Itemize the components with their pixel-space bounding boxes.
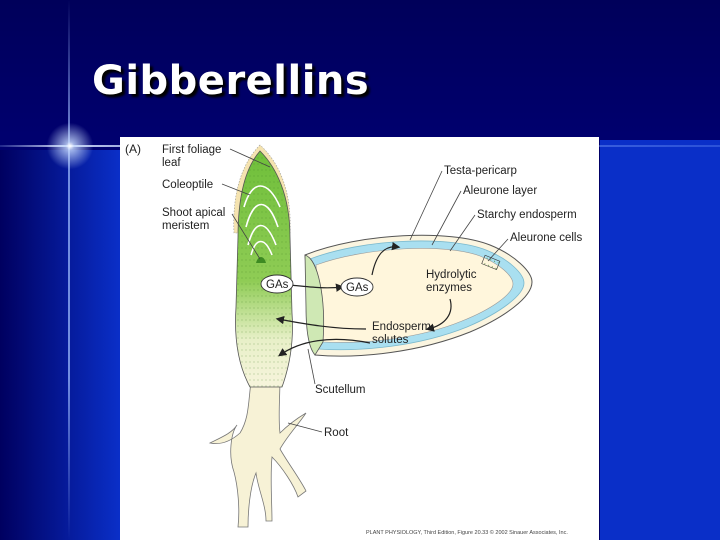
first-foliage-leaf-label-2: leaf	[162, 157, 181, 169]
arrow-enzymes-to-solutes	[425, 298, 452, 332]
leader-first-foliage-leaf	[229, 148, 271, 168]
coleoptile-label: Coleoptile	[162, 179, 213, 191]
background-top	[0, 0, 720, 150]
arrow-gas-to-scutellum	[289, 283, 345, 292]
decorative-vertical-line	[68, 0, 70, 540]
gas-right-bubble	[340, 277, 374, 297]
first-foliage-leaf-label-1: First foliage	[162, 144, 221, 156]
diagram-svg: GAs GAs (A) First foliage leaf Coleoptil…	[125, 142, 582, 536]
gas-left-label: GAs	[266, 279, 289, 291]
gas-right-label: GAs	[346, 282, 369, 294]
endosperm-solutes-label-1: Endosperm	[372, 321, 431, 333]
process-arrows	[275, 241, 452, 357]
grain	[304, 234, 533, 357]
seed-germination-figure: GAs GAs (A) First foliage leaf Coleoptil…	[120, 137, 599, 540]
hydrolytic-label-2: enzymes	[426, 282, 472, 294]
starchy-endosperm-shape	[315, 248, 514, 343]
aleurone-cells-shape	[481, 254, 501, 271]
endosperm-solutes-label-2: solutes	[372, 334, 409, 346]
arrow-solutes-upper	[275, 315, 367, 330]
shoot-apical-meristem-shape	[256, 257, 266, 263]
scutellum-shape	[304, 254, 324, 356]
starchy-endosperm-label: Starchy endosperm	[477, 209, 577, 221]
leader-starchy-endosperm	[449, 214, 476, 252]
shoot-apical-label-1: Shoot apical	[162, 207, 225, 219]
gas-left-bubble	[260, 274, 294, 294]
background-left	[0, 150, 120, 540]
leader-root	[287, 422, 323, 433]
panel-label: (A)	[125, 142, 141, 156]
leader-scutellum	[307, 348, 316, 385]
seedling-texture	[235, 151, 293, 387]
leader-lines	[221, 148, 509, 433]
decorative-light-flare	[40, 116, 100, 176]
arrow-gas-to-aleurone	[371, 241, 401, 276]
leader-shoot-apical-meristem	[231, 213, 261, 260]
slide-title: Gibberellins	[92, 58, 370, 104]
leader-aleurone-cells	[487, 238, 509, 262]
seedling	[208, 144, 307, 528]
scutellum-label: Scutellum	[315, 384, 366, 396]
aleurone-cells-label: Aleurone cells	[510, 232, 582, 244]
leader-testa-pericarp	[409, 170, 443, 241]
leader-coleoptile	[221, 183, 251, 196]
leaf-folds	[243, 185, 281, 256]
hydrolytic-label-1: Hydrolytic	[426, 269, 477, 281]
leader-aleurone-layer	[431, 190, 462, 246]
root-shape	[208, 374, 307, 528]
arrow-solutes-lower	[278, 338, 371, 357]
shoot-apical-label-2: meristem	[162, 220, 209, 232]
background-right	[600, 140, 720, 540]
aleurone-layer-label: Aleurone layer	[463, 185, 537, 197]
figure-credit: PLANT PHYSIOLOGY, Third Edition, Figure …	[366, 529, 568, 536]
root-label: Root	[324, 427, 349, 439]
testa-pericarp-label: Testa-pericarp	[444, 165, 517, 177]
